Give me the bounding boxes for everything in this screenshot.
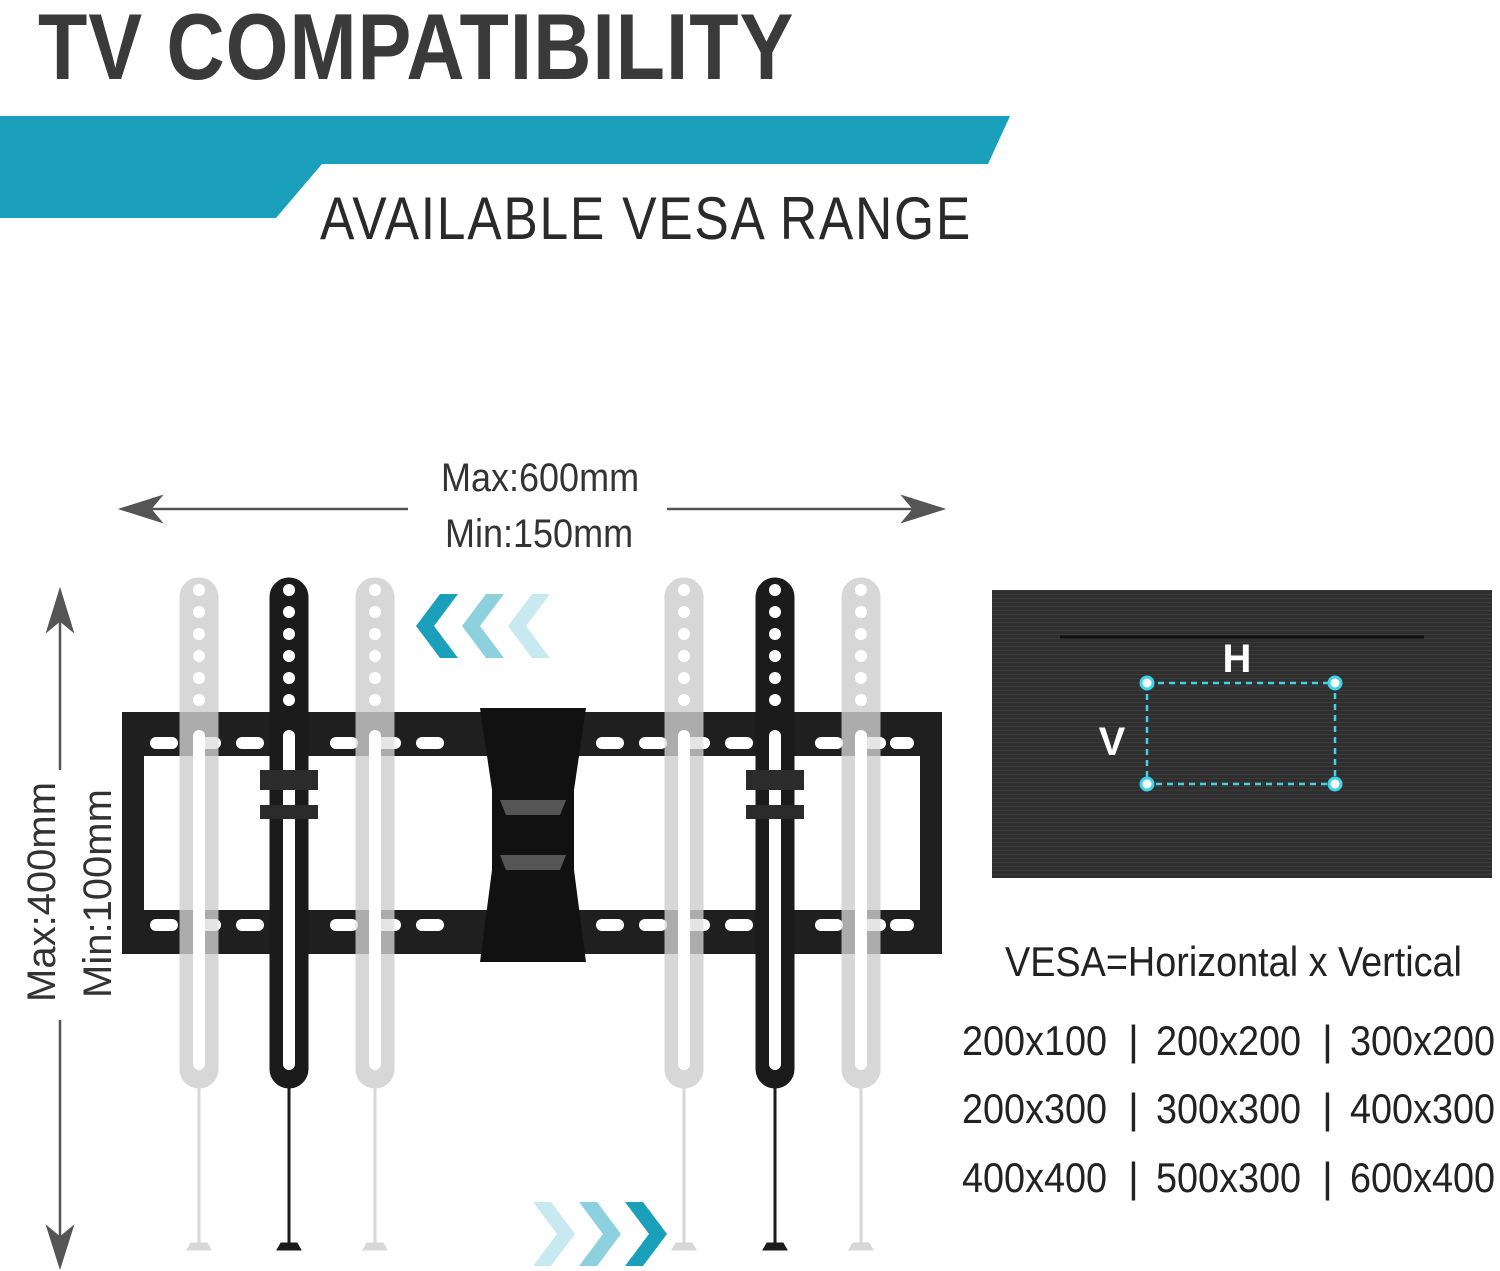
vesa-size: 500x300 xyxy=(1156,1154,1302,1201)
size-separator: | xyxy=(1322,1085,1333,1132)
vesa-size: 300x300 xyxy=(1156,1085,1302,1132)
vesa-size-grid: 200x100 | 200x200 | 300x200 200x300 | 30… xyxy=(962,1017,1498,1207)
h-label: H xyxy=(1223,637,1252,681)
chevrons-right-icon xyxy=(533,1202,667,1266)
horizontal-max-label: Max:600mm xyxy=(441,456,640,500)
vesa-size: 400x300 xyxy=(1350,1085,1496,1132)
vesa-size: 200x100 xyxy=(962,1017,1108,1064)
arrow-down-icon xyxy=(45,1020,75,1271)
wall-plate xyxy=(122,708,942,962)
chevrons-left-icon xyxy=(416,594,550,658)
size-separator: | xyxy=(1128,1017,1139,1064)
size-separator: | xyxy=(1128,1085,1139,1132)
header-band xyxy=(0,116,1010,218)
size-separator: | xyxy=(1128,1154,1139,1201)
vesa-size: 200x200 xyxy=(1156,1017,1302,1064)
vesa-size: 400x400 xyxy=(962,1154,1108,1201)
tv-back-panel: H V xyxy=(992,590,1492,878)
arrow-up-icon xyxy=(45,586,75,770)
arrow-left-icon xyxy=(117,494,408,524)
vesa-formula: VESA=Horizontal x Vertical xyxy=(1005,938,1462,985)
horizontal-min-label: Min:150mm xyxy=(445,512,634,556)
page-subtitle: AVAILABLE VESA RANGE xyxy=(320,185,972,252)
vesa-size: 300x200 xyxy=(1350,1017,1496,1064)
v-label: V xyxy=(1099,720,1126,764)
arrow-right-icon xyxy=(667,494,947,524)
size-separator: | xyxy=(1322,1017,1333,1064)
vesa-size: 200x300 xyxy=(962,1085,1108,1132)
size-separator: | xyxy=(1322,1154,1333,1201)
page-title: TV COMPATIBILITY xyxy=(38,0,795,99)
vesa-size: 600x400 xyxy=(1350,1154,1496,1201)
